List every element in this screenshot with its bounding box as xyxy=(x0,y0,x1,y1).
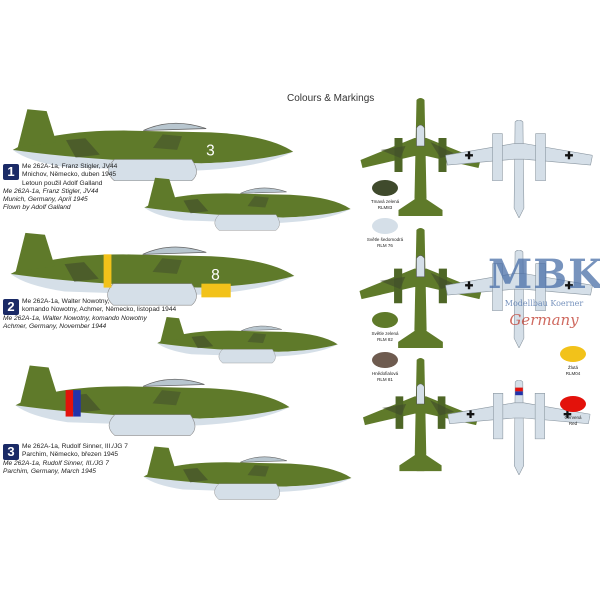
swatch-name: Světle zelená xyxy=(371,331,399,336)
scheme-number-badge: 1 xyxy=(3,164,19,180)
watermark-line2: Modellbau Koerner xyxy=(504,299,584,308)
swatch-code: RLM04 xyxy=(565,370,581,376)
aircraft-code-1: 3 xyxy=(206,143,215,160)
caption-line: Mnichov, Německo, duben 1945 xyxy=(22,171,117,179)
watermark-line3: Germany xyxy=(509,311,579,329)
swatch-name: Světle šedomodrá xyxy=(366,237,404,242)
swatch-name: Hnědofialová xyxy=(371,371,399,376)
caption-line: Achmer, Germany, November 1944 xyxy=(3,322,107,330)
side-profile-3-large xyxy=(5,358,300,443)
caption-line: Flown by Adolf Galland xyxy=(3,204,71,212)
caption-line: Letoun použil Adolf Galland xyxy=(22,179,103,187)
bottom-view-1 xyxy=(445,120,593,218)
aircraft-code-2: 8 xyxy=(211,267,220,284)
caption-line: Parchim, Německo, březen 1945 xyxy=(22,451,119,459)
caption-line: Me 262A-1a, Walter Nowotny, xyxy=(22,298,110,305)
watermark-brand: MBK xyxy=(488,251,600,298)
scheme-number-badge: 3 xyxy=(3,444,19,460)
scheme-number-badge: 2 xyxy=(3,299,19,315)
side-profile-1-large: 3 xyxy=(8,100,298,190)
caption-line: Me 262A-1a, Rudolf Sinner, III./JG 7 xyxy=(3,459,109,467)
page-title: Colours & Markings xyxy=(287,93,375,104)
swatch-code: RLM83 xyxy=(377,204,393,210)
caption-line: Me 262A-1a, Rudolf Sinner, III./JG 7 xyxy=(22,443,128,450)
swatch-name: Žlutá xyxy=(567,365,578,370)
caption-line: Me 262A-1a, Walter Nowotny, komando Nowo… xyxy=(3,314,147,322)
swatch-code: RLM 76 xyxy=(377,242,393,248)
swatch-code: RLM 81 xyxy=(377,376,393,382)
watermark-logo: MBK Modellbau Koerner Germany xyxy=(488,252,600,330)
caption-line: Me 262A-1a, Franz Stigler, JV44 xyxy=(22,163,118,170)
swatch-code: RLM 82 xyxy=(377,336,393,342)
bottom-view-3 xyxy=(445,380,593,475)
caption-line: Munich, Germany, April 1945 xyxy=(3,196,88,204)
side-profile-2-large: 8 xyxy=(5,225,300,313)
caption-line: komando Nowotny, Achmer, Německo, listop… xyxy=(22,306,177,314)
caption-line: Me 262A-1a, Franz Stigler, JV44 xyxy=(3,187,99,195)
swatch-code: Red xyxy=(568,420,578,426)
swatch-name: Tmavá zelená xyxy=(370,199,400,204)
swatch-name: Červená xyxy=(564,415,582,420)
caption-line: Parchim, Germany, March 1945 xyxy=(3,467,96,475)
side-profile-3-small xyxy=(140,438,355,508)
scheme-2-caption: 2 Me 262A-1a, Walter Nowotny,komando Now… xyxy=(3,298,176,331)
